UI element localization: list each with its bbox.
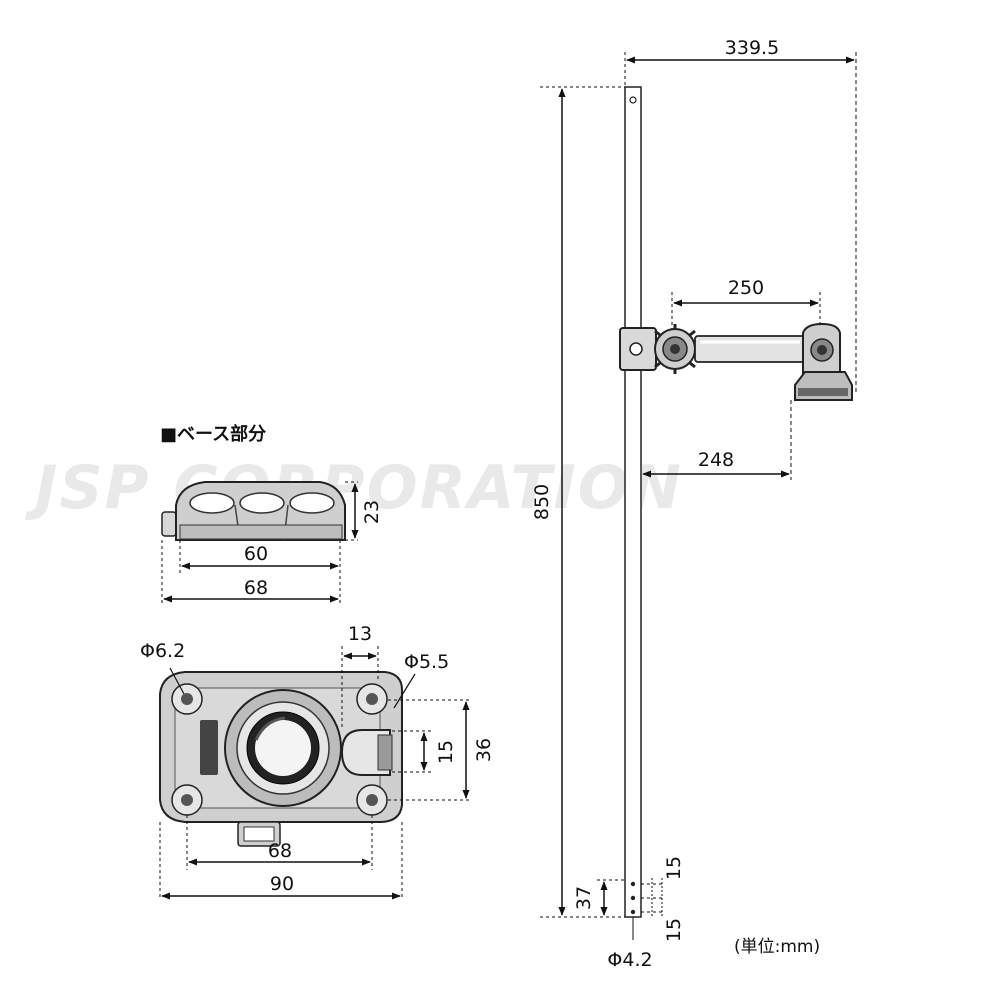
dim-bottom-hole-pitch-lower: 15 [663, 918, 685, 942]
pole-hole [630, 895, 636, 901]
base-side-body [161, 481, 346, 541]
base-side-view: ■ベース部分 23 60 68 [160, 423, 383, 605]
gear-knob [654, 324, 696, 374]
dim-hole-pitch-horizontal: 68 [268, 840, 292, 862]
pole-assembly: 339.5 850 250 248 37 15 15 Φ4.2 [531, 37, 857, 971]
dim-bottom-hole-diameter: Φ4.2 [607, 949, 652, 971]
dim-pole-to-base: 248 [698, 449, 734, 471]
screw-hole [356, 683, 388, 715]
dim-bottom-hole-pitch-upper: 15 [663, 856, 685, 880]
dim-hole-pitch-vertical: 36 [473, 738, 495, 762]
dim-arm-reach-total: 339.5 [725, 37, 779, 59]
dim-base-length: 90 [270, 873, 294, 895]
dim-hole-diameter: Φ6.2 [140, 640, 185, 662]
dim-base-height: 23 [361, 500, 383, 524]
screw-hole [356, 784, 388, 816]
dim-base-inner-width: 60 [244, 543, 268, 565]
unit-label: (単位:mm) [734, 937, 820, 957]
pole-hole [630, 909, 636, 915]
brand-plate [200, 720, 218, 775]
section-label: ■ベース部分 [160, 423, 266, 445]
screw-hole [171, 683, 203, 715]
dim-slot-width: 15 [435, 740, 457, 764]
dim-slot-offset: 13 [348, 623, 372, 645]
dim-base-outer-width: 68 [244, 577, 268, 599]
base-top-view: Φ6.2 13 Φ5.5 15 36 68 90 [140, 623, 495, 900]
dim-bottom-holes-span: 37 [573, 886, 595, 910]
screw-hole [171, 784, 203, 816]
watermark-text: JSP CORPORATION [25, 453, 683, 523]
pole-hole [630, 881, 636, 887]
arm-tube [694, 335, 806, 363]
pole [624, 86, 642, 918]
dim-arm-length: 250 [728, 277, 764, 299]
rod-holder-head [794, 322, 853, 401]
dim-pole-height: 850 [531, 484, 553, 520]
dim-slot-diameter: Φ5.5 [404, 651, 449, 673]
